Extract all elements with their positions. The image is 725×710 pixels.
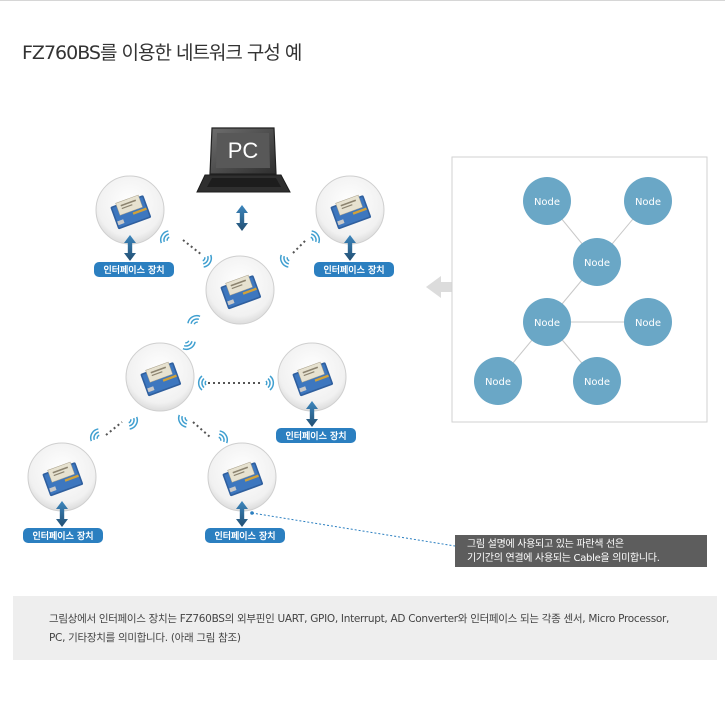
node-circle: Node [624,177,672,225]
node-circle: Node [624,298,672,346]
node-label: Node [584,258,610,269]
wireless-links [105,239,307,438]
node-network-panel: Node Node Node Node Node Node Node [451,156,708,423]
node-label: Node [584,377,610,388]
fz760bs-module-icon [207,442,277,512]
left-arrow-icon [426,276,466,298]
fz760bs-module-icon [205,255,275,325]
fz760bs-module-icon [277,342,347,412]
fz760bs-module-icon [315,175,385,245]
pc-link-arrow-icon [236,205,248,231]
device-discs [27,175,385,512]
tooltip-line-1: 그림 설명에 사용되고 있는 파란색 선은 [467,539,624,550]
node-label: Node [635,197,661,208]
node-circle: Node [523,177,571,225]
description-box: 그림상에서 인터페이스 장치는 FZ760BS의 외부핀인 UART, GPIO… [13,596,717,660]
interface-device-label: 인터페이스 장치 [285,430,346,442]
interface-device-label: 인터페이스 장치 [323,264,384,276]
fz760bs-module-icon [125,342,195,412]
interface-device-label: 인터페이스 장치 [103,264,164,276]
node-label: Node [534,197,560,208]
node-label: Node [635,318,661,329]
pc-label: PC [228,138,259,163]
fz760bs-module-icon [27,442,97,512]
wifi-signal-icons [87,228,323,446]
interface-device-label: 인터페이스 장치 [32,530,93,542]
callout-dot [250,511,254,515]
interface-device-label: 인터페이스 장치 [214,530,275,542]
page-title: FZ760BS를 이용한 네트워크 구성 예 [22,42,302,64]
laptop-pc-icon: PC [196,127,291,193]
description-line-1: 그림상에서 인터페이스 장치는 FZ760BS의 외부핀인 UART, GPIO… [49,613,670,625]
interface-badges: 인터페이스 장치 인터페이스 장치 인터페이스 장치 인터페이스 장치 인터페이… [23,262,394,543]
description-line-2: PC, 기타장치를 의미합니다. (아래 그림 참조) [49,632,241,644]
node-circle: Node [474,357,522,405]
node-circle: Node [573,357,621,405]
node-circle: Node [523,298,571,346]
node-label: Node [534,318,560,329]
node-label: Node [485,377,511,388]
cable-tooltip: 그림 설명에 사용되고 있는 파란색 선은 기기간의 연결에 사용되는 Cabl… [455,535,707,567]
top-divider [0,0,725,1]
node-circle: Node [573,238,621,286]
tooltip-line-2: 기기간의 연결에 사용되는 Cable을 의미합니다. [467,553,660,564]
fz760bs-module-icon [95,175,165,245]
